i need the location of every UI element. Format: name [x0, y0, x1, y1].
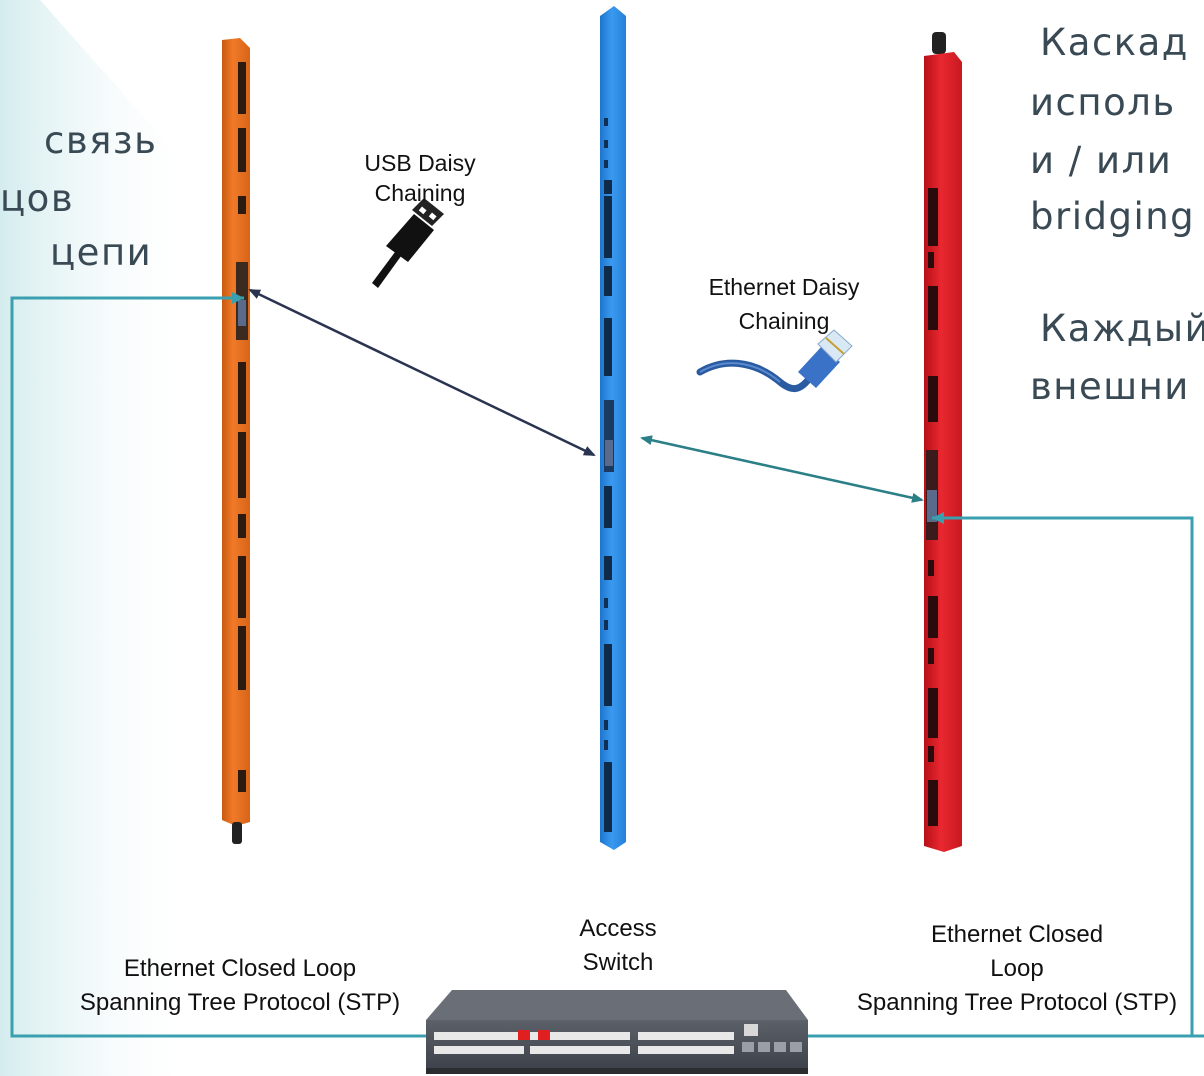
usb-daisy-label: USB Daisy Chaining [345, 146, 495, 210]
ethernet-daisy-label-line-2: Chaining [738, 308, 830, 334]
left-text-line-2: цов [0, 177, 75, 220]
left-text-line-3: цепи [50, 231, 153, 274]
right-loop-label-line-2: Loop [990, 955, 1044, 982]
ethernet-daisy-chain-arrow [640, 435, 924, 503]
right-loop-label-line-1: Ethernet Closed [930, 921, 1104, 948]
right-text-line-2: исполь [1030, 81, 1176, 124]
left-text-line-1: связь [44, 119, 158, 162]
ethernet-daisy-label: Ethernet Daisy Chaining [684, 270, 884, 338]
access-switch-label: Access Switch [548, 912, 688, 980]
ethernet-daisy-label-line-1: Ethernet Daisy [708, 274, 860, 300]
access-switch-label-line-1: Access [579, 915, 657, 942]
pdu-blue [600, 6, 626, 850]
right-text-line-5: Каждый [1040, 307, 1204, 350]
right-text-line-6: внешни [1030, 365, 1190, 408]
right-text-line-4: bridging [1030, 195, 1196, 238]
right-loop-label-line-3: Spanning Tree Protocol (STP) [856, 989, 1178, 1016]
left-loop-label-line-1: Ethernet Closed Loop [123, 955, 357, 982]
right-text-line-3: и / или [1030, 139, 1173, 182]
usb-daisy-label-line-2: Chaining [374, 180, 466, 206]
right-text-line-1: Каскад [1040, 21, 1189, 64]
right-loop-label: Ethernet Closed Loop Spanning Tree Proto… [830, 918, 1204, 1020]
pdu-red [924, 32, 962, 852]
pdu-orange [222, 38, 250, 844]
access-switch [426, 990, 808, 1074]
usb-daisy-label-line-1: USB Daisy [364, 150, 476, 176]
left-loop-label: Ethernet Closed Loop Spanning Tree Proto… [40, 952, 440, 1020]
left-loop-label-line-2: Spanning Tree Protocol (STP) [79, 989, 401, 1016]
ethernet-cable-icon [696, 329, 853, 392]
usb-plug-icon [372, 198, 444, 288]
access-switch-label-line-2: Switch [582, 949, 654, 976]
usb-daisy-chain-arrow [248, 288, 596, 457]
left-closed-loop-line [10, 296, 518, 1038]
